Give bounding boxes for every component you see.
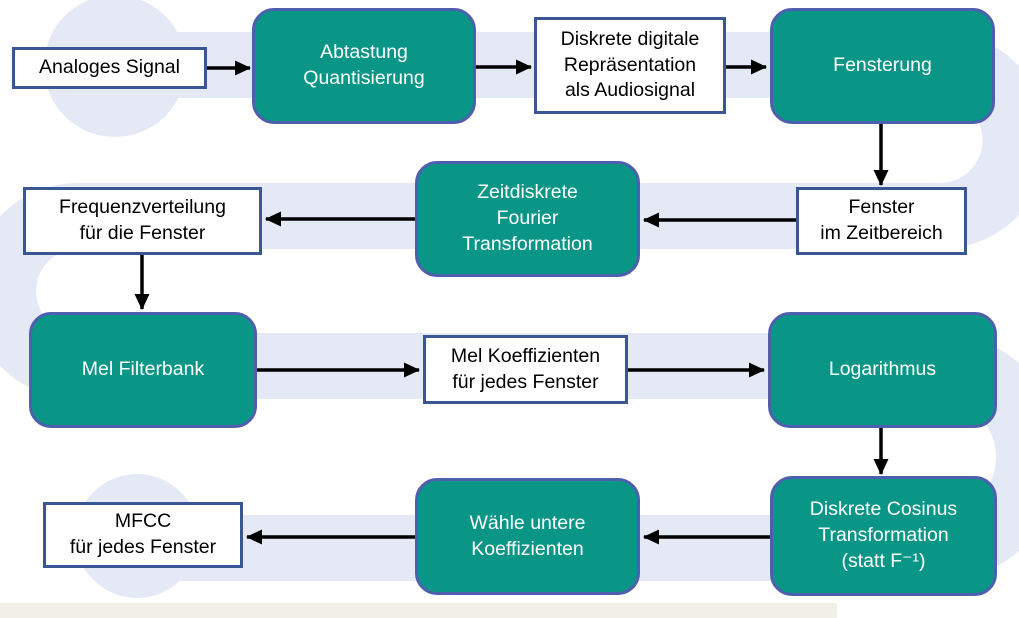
bottom-strip [0, 603, 837, 618]
node-waehle-untere-koeffizienten: Wähle untere Koeffizienten [415, 478, 640, 595]
node-mel-filterbank: Mel Filterbank [29, 312, 257, 428]
flow-band-path [0, 31, 1019, 581]
node-abtastung-quantisierung: Abtastung Quantisierung [252, 8, 476, 124]
node-diskrete-cosinus-transformation: Diskrete Cosinus Transformation (statt F… [770, 476, 997, 596]
node-fensterung: Fensterung [770, 8, 995, 124]
node-diskrete-digitale-repraesentation: Diskrete digitale Repräsentation als Aud… [534, 17, 726, 114]
node-logarithmus: Logarithmus [768, 312, 997, 428]
node-analoges-signal: Analoges Signal [12, 47, 207, 89]
node-mfcc: MFCC für jedes Fenster [43, 502, 243, 568]
node-zeitdiskrete-fourier-transformation: Zeitdiskrete Fourier Transformation [415, 161, 640, 277]
node-frequenzverteilung: Frequenzverteilung für die Fenster [23, 187, 262, 255]
node-fenster-im-zeitbereich: Fenster im Zeitbereich [796, 187, 967, 255]
node-mel-koeffizienten: Mel Koeffizienten für jedes Fenster [423, 335, 628, 404]
